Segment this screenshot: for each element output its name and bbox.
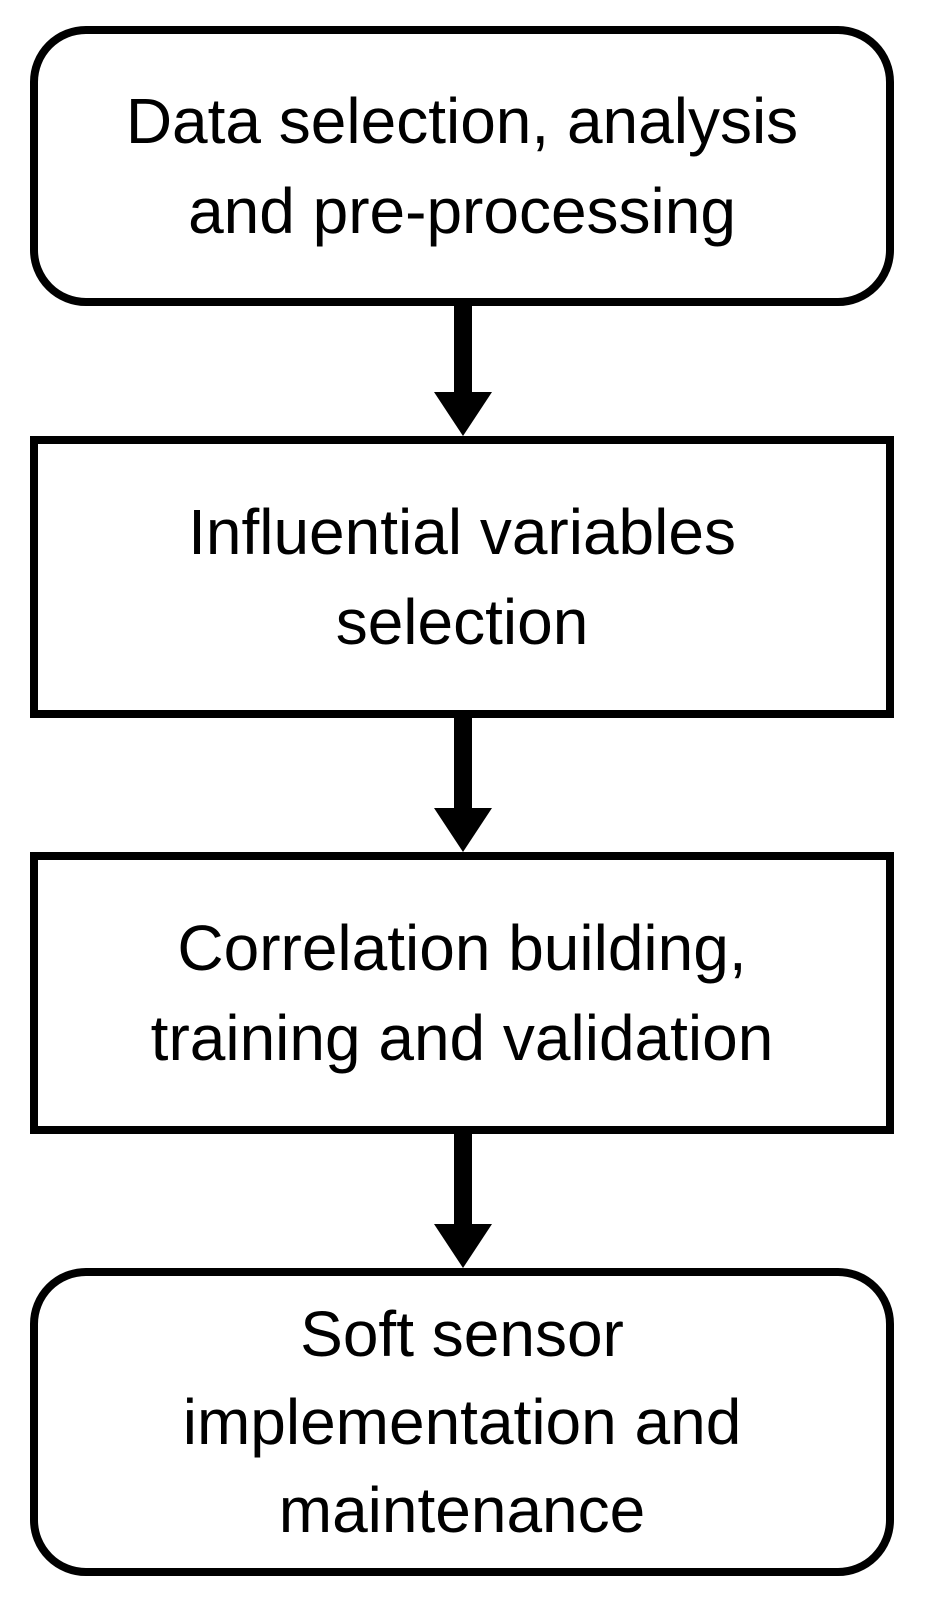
step-data-selection: Data selection, analysis and pre-process… bbox=[30, 26, 894, 306]
arrow-down-icon bbox=[434, 1134, 492, 1268]
step-influential-variables: Influential variables selection bbox=[30, 436, 894, 718]
arrow-down-icon bbox=[434, 306, 492, 436]
step-label-line: Influential variables bbox=[188, 496, 736, 568]
arrow-down-icon bbox=[434, 718, 492, 852]
step-label-line: training and validation bbox=[150, 1002, 774, 1074]
step-soft-sensor-implementation: Soft sensor implementation and maintenan… bbox=[30, 1268, 894, 1576]
step-label-line: Data selection, analysis bbox=[125, 85, 799, 157]
step-label-line: selection bbox=[335, 586, 589, 658]
step-label-line: Correlation building, bbox=[177, 912, 747, 984]
step-label-line: Soft sensor bbox=[300, 1298, 624, 1370]
step-correlation-building: Correlation building, training and valid… bbox=[30, 852, 894, 1134]
step-label-line: maintenance bbox=[278, 1474, 646, 1546]
step-label-line: and pre-processing bbox=[188, 175, 736, 247]
step-label-line: implementation and bbox=[182, 1386, 742, 1458]
